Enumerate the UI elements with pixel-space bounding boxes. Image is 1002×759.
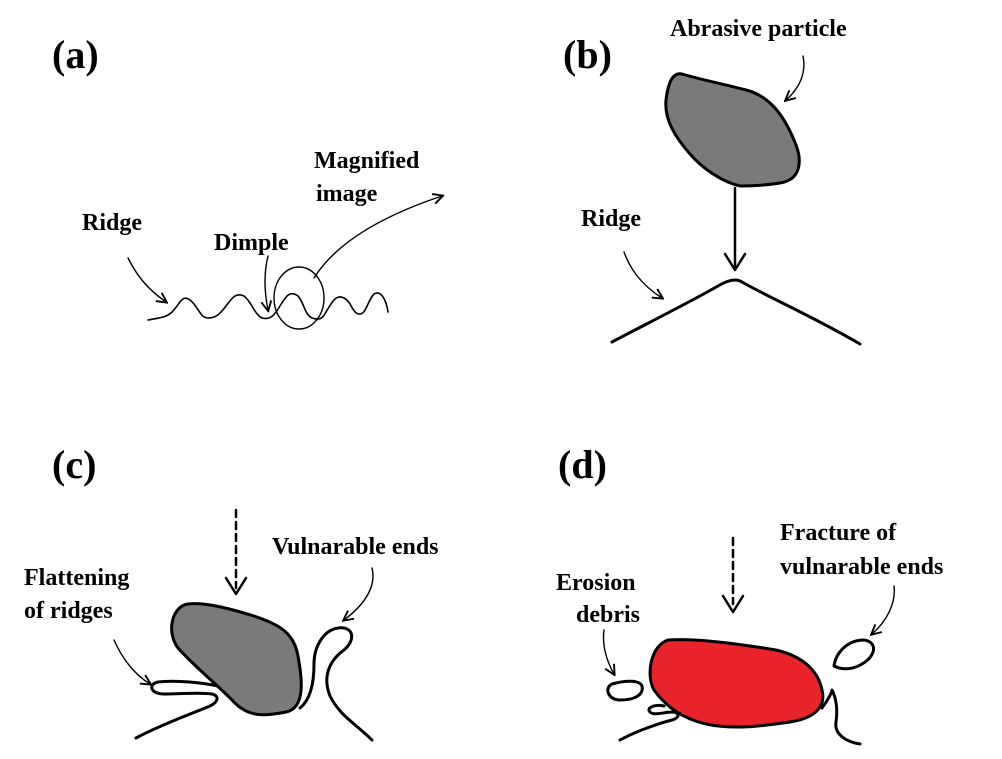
left-ridge-remnant-d xyxy=(618,704,680,742)
vulnerable-end-ridge-c xyxy=(298,626,374,742)
fracture-label-line2: vulnarable ends xyxy=(780,554,943,580)
magnified-image-arrow xyxy=(313,196,442,279)
flattening-label-line1: Flattening xyxy=(24,565,129,591)
panel-d: (d) Erosion debris Fracture of vulnarabl… xyxy=(556,442,943,746)
flattening-label-line2: of ridges xyxy=(24,598,113,624)
panel-c: (c) Flattening of ridges Vulnarable ends xyxy=(24,442,439,742)
magnified-label-line2: image xyxy=(316,181,378,207)
erosion-debris-label-line1: Erosion xyxy=(556,570,636,596)
abrasive-particle-red xyxy=(648,638,825,729)
erosion-debris-fragment xyxy=(606,679,644,702)
erosion-debris-pointer-arrow xyxy=(602,629,614,674)
dimple-label: Dimple xyxy=(214,230,289,256)
panel-d-letter: (d) xyxy=(558,442,607,487)
dimple-pointer-arrow xyxy=(265,255,268,310)
dashed-impact-arrow-head-c xyxy=(224,576,248,596)
flattening-pointer-arrow xyxy=(113,639,150,684)
abrasive-particle-gray-c xyxy=(170,602,303,717)
ridge-pointer-arrow-b xyxy=(623,251,662,298)
fractured-end-fragment xyxy=(832,638,875,671)
panel-c-letter: (c) xyxy=(52,442,96,487)
ridge-pointer-arrow-a xyxy=(127,257,166,302)
dashed-impact-arrow-head-d xyxy=(721,594,745,614)
impact-arrow-head xyxy=(723,252,747,272)
ridge-peak-profile xyxy=(610,278,862,346)
magnified-label-line1: Magnified xyxy=(314,148,420,174)
magnify-circle xyxy=(273,266,325,330)
abrasive-pointer-arrow xyxy=(786,55,805,100)
erosion-debris-label-line2: debris xyxy=(576,602,640,628)
abrasive-particle-label: Abrasive particle xyxy=(670,16,847,42)
panel-b: (b) Abrasive particle Ridge xyxy=(563,16,862,346)
panel-a-letter: (a) xyxy=(52,32,99,77)
wavy-surface-profile xyxy=(147,292,389,321)
panel-b-letter: (b) xyxy=(563,32,612,77)
ridge-label-a: Ridge xyxy=(82,210,142,236)
abrasive-particle-gray xyxy=(664,72,801,188)
fracture-pointer-arrow xyxy=(872,585,895,634)
vulnerable-ends-label: Vulnarable ends xyxy=(272,534,439,560)
fracture-label-line1: Fracture of xyxy=(780,520,897,546)
right-ridge-remnant-d xyxy=(820,688,862,746)
vulnerable-pointer-arrow xyxy=(344,567,374,620)
ridge-label-b: Ridge xyxy=(581,206,641,232)
panel-a: (a) Ridge Dimple Magnified image xyxy=(52,32,442,330)
